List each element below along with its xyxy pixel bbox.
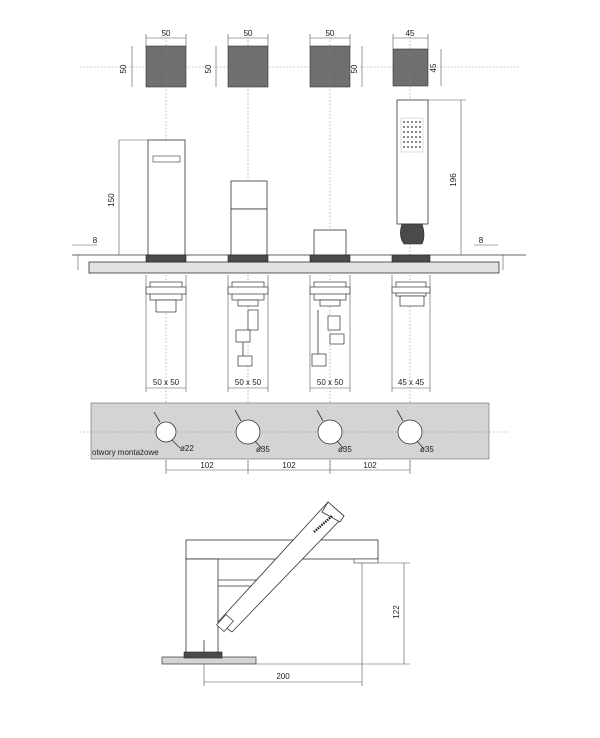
under-deck-parts — [145, 281, 431, 367]
top-dim-height-4: 45 — [429, 63, 438, 72]
mixer-2 — [227, 180, 269, 263]
hole-spacing-2: 102 — [282, 461, 296, 470]
top-view: 50 50 50 50 50 50 — [80, 29, 520, 88]
mounting-holes-label: otwory montażowe — [92, 448, 159, 457]
hand-shower: 196 — [391, 99, 466, 263]
side-length-dim: 200 — [276, 672, 290, 681]
front-view: 8 8 150 — [72, 99, 526, 392]
base-label-2: 50 x 50 — [235, 378, 262, 387]
top-dim-height-1: 50 — [119, 64, 128, 73]
mixer-3 — [309, 229, 351, 263]
hole-diameter-3: ø35 — [338, 445, 352, 454]
top-square-2: 50 50 — [204, 29, 269, 88]
deck-dim-right: 8 — [479, 236, 484, 245]
base-label-3: 50 x 50 — [317, 378, 344, 387]
mounting-holes-view: otwory montażowe ø22 ø35 ø35 ø35 — [80, 402, 510, 474]
top-square-4: 45 45 — [392, 29, 442, 87]
deck-plate — [88, 261, 500, 274]
deck-dim-left: 8 — [93, 236, 98, 245]
hole-diameter-1: ø22 — [180, 444, 194, 453]
top-square-3: 50 50 — [309, 29, 363, 88]
base-label-1: 50 x 50 — [153, 378, 180, 387]
hole-1: ø22 — [153, 411, 194, 453]
shower-height-dim: 196 — [449, 173, 458, 187]
base-dims: 50 x 50 50 x 50 50 x 50 45 x 45 — [145, 275, 431, 392]
side-height-dim: 122 — [392, 605, 401, 619]
spout-height-dim: 150 — [107, 193, 116, 207]
hole-diameter-2: ø35 — [256, 445, 270, 454]
top-dim-height-3: 50 — [350, 64, 359, 73]
side-body — [185, 558, 219, 658]
hole-spacing-3: 102 — [363, 461, 377, 470]
hole-spacing-1: 102 — [200, 461, 214, 470]
hole-4: ø35 — [396, 409, 434, 454]
hole-diameter-4: ø35 — [420, 445, 434, 454]
hole-2: ø35 — [234, 409, 270, 454]
base-label-4: 45 x 45 — [398, 378, 425, 387]
shower-holes — [403, 121, 421, 148]
top-square-1: 50 50 — [119, 29, 187, 88]
side-view: 122 200 — [161, 501, 410, 686]
spout: 150 — [107, 139, 187, 263]
hole-3: ø35 — [316, 409, 352, 454]
top-dim-height-2: 50 — [204, 64, 213, 73]
